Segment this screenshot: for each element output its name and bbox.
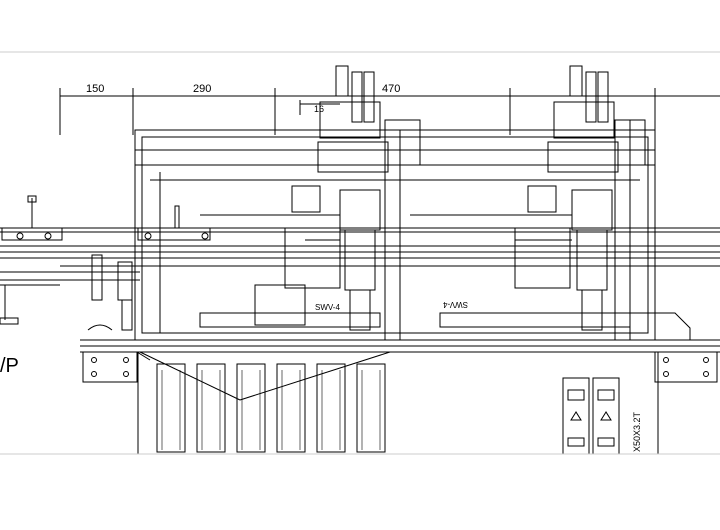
- left-margin-text: /P: [0, 355, 19, 377]
- station-left: [200, 65, 389, 331]
- station-left-label: SWV-4: [315, 303, 340, 312]
- control-modules: [562, 377, 620, 455]
- dimension-16: 16: [314, 104, 324, 114]
- rails: [0, 227, 720, 281]
- left-conveyor: [0, 195, 211, 331]
- station-right: [410, 65, 619, 331]
- dimension-290: 290: [193, 83, 211, 95]
- station-right-label: SWV-4: [443, 300, 468, 309]
- servo-drives: [156, 363, 386, 453]
- right-margin-text: X50X3.2T: [632, 411, 642, 452]
- dimension-150: 150: [86, 83, 104, 95]
- right-bracket: [654, 351, 718, 383]
- dimension-470: 470: [382, 83, 400, 95]
- electrical-cabinet: [137, 351, 659, 455]
- left-bracket: [82, 351, 151, 383]
- dimension-lines: [59, 88, 720, 135]
